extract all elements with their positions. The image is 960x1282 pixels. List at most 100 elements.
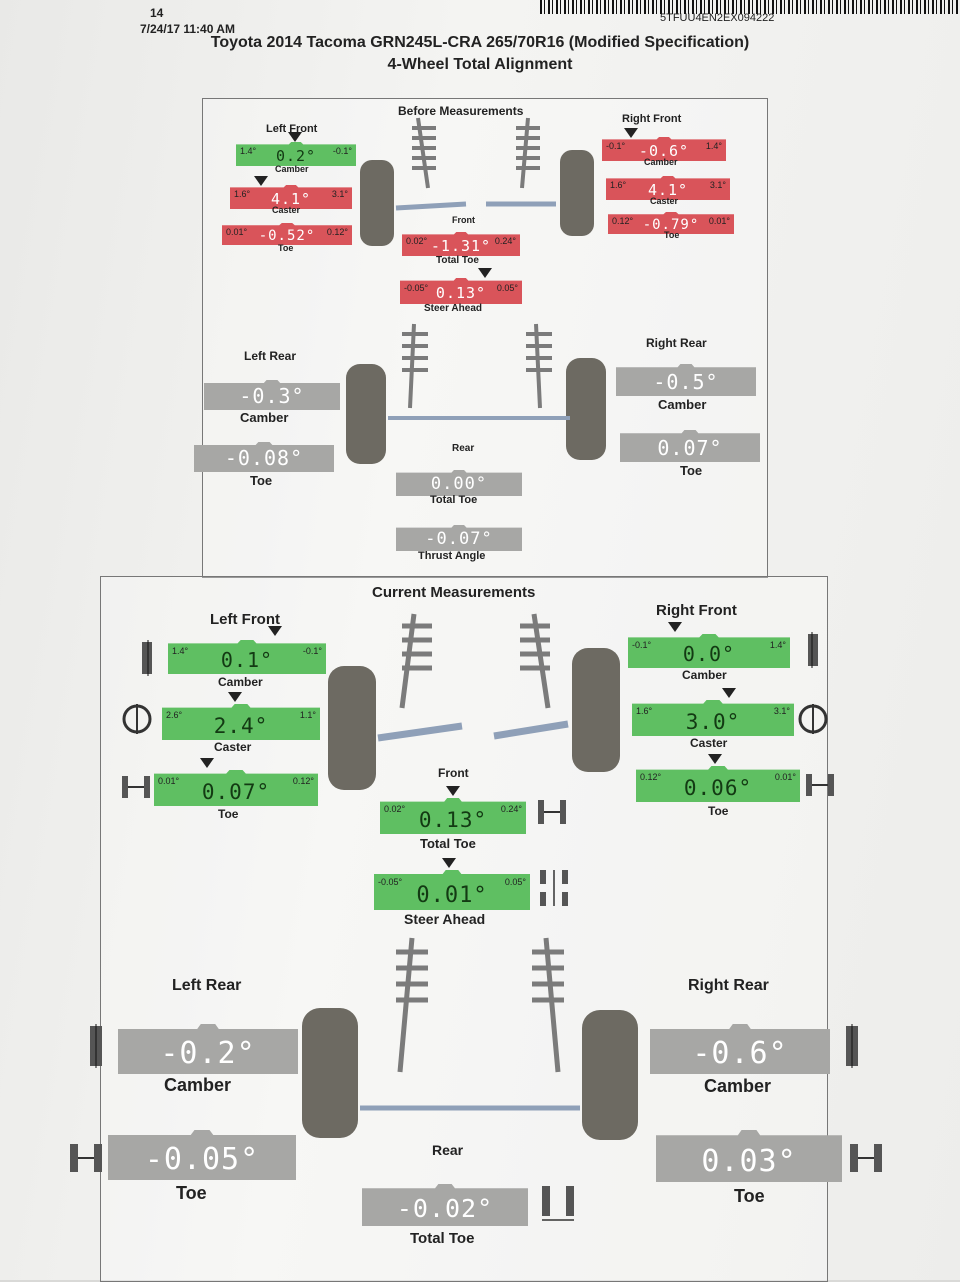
coil-spring-icon xyxy=(526,323,552,409)
gauge-value: 4.1° xyxy=(647,180,689,199)
gauge-value: -0.6° xyxy=(692,1036,788,1071)
camber-tire-icon xyxy=(142,640,152,676)
before-front-label: Front xyxy=(452,215,475,225)
before-lr-camber-label: Camber xyxy=(240,410,289,425)
before-title: Before Measurements xyxy=(398,104,524,118)
spec-low: 1.6° xyxy=(610,180,627,191)
before-rear-total-toe-gauge: 0.00° xyxy=(396,470,522,496)
tire-icon xyxy=(572,648,620,772)
shop-number: 14 xyxy=(150,6,164,20)
total-toe-diagram-icon xyxy=(542,1186,574,1221)
before-left-rear-label: Left Rear xyxy=(244,349,297,363)
current-lf-caster-label: Caster xyxy=(214,740,252,754)
caster-wheel-icon xyxy=(122,704,152,734)
tire-icon xyxy=(566,358,606,460)
before-lf-caster-gauge: 1.6° 3.1° 4.1° xyxy=(230,185,352,209)
before-thrust-angle-label: Thrust Angle xyxy=(418,550,486,562)
before-total-toe-label: Total Toe xyxy=(436,255,479,266)
vin-number: 5TFUU4EN2EX094222 xyxy=(660,12,775,24)
spec-high: 0.12° xyxy=(326,226,348,237)
current-rf-toe-label: Toe xyxy=(708,804,729,818)
before-rear-total-toe-label: Total Toe xyxy=(430,494,478,506)
spec-low: 2.6° xyxy=(166,710,183,721)
camber-tire-icon xyxy=(90,1024,102,1068)
current-rear-label: Rear xyxy=(432,1142,464,1158)
before-rear-label: Rear xyxy=(452,443,475,454)
spec-low: 0.01° xyxy=(226,226,248,237)
toe-diagram-icon xyxy=(806,774,834,796)
before-rear-suspension-illustration xyxy=(346,323,606,464)
target-arrow-icon xyxy=(228,692,242,702)
spec-high: 3.1° xyxy=(709,180,726,191)
current-steer-ahead-gauge: -0.05° 0.05° 0.01° xyxy=(374,870,530,910)
before-lf-camber-label: Camber xyxy=(275,164,309,174)
gauge-value: -0.02° xyxy=(396,1194,494,1224)
before-steer-ahead-gauge: -0.05° 0.05° 0.13° xyxy=(400,278,522,304)
gauge-value: 0.06° xyxy=(683,775,753,800)
spec-low: 1.6° xyxy=(636,706,653,717)
gauge-value: -0.52° xyxy=(258,227,316,244)
spec-high: 0.01° xyxy=(708,215,730,226)
before-rf-caster-gauge: 1.6° 3.1° 4.1° xyxy=(606,176,730,200)
current-rear-suspension-illustration xyxy=(302,937,638,1140)
current-lf-camber-gauge: 1.4° -0.1° 0.1° xyxy=(168,640,326,674)
gauge-value: 0.13° xyxy=(418,807,488,832)
spec-low: -0.05° xyxy=(378,877,403,888)
spec-low: 0.12° xyxy=(640,772,662,783)
spec-high: 0.01° xyxy=(774,772,796,783)
steer-ahead-diagram-icon xyxy=(540,870,568,906)
before-lf-caster-label: Caster xyxy=(272,205,301,215)
current-left-rear-label: Left Rear xyxy=(172,977,242,994)
toe-diagram-icon xyxy=(122,776,150,798)
camber-tire-icon xyxy=(846,1024,858,1068)
caster-wheel-icon xyxy=(798,704,828,734)
toe-diagram-icon xyxy=(70,1144,102,1172)
current-lf-camber-label: Camber xyxy=(218,675,263,689)
print-datetime: 7/24/17 11:40 AM xyxy=(140,22,235,36)
spec-high: 3.1° xyxy=(773,706,790,717)
camber-tire-icon xyxy=(808,632,818,668)
gauge-value: -1.31° xyxy=(430,236,492,255)
target-arrow-icon xyxy=(442,858,456,868)
spec-high: 1.4° xyxy=(705,141,722,152)
before-right-front-label: Right Front xyxy=(622,113,682,125)
tire-icon xyxy=(360,160,394,246)
before-rr-camber-label: Camber xyxy=(658,397,707,412)
control-arm-icon xyxy=(377,720,569,742)
current-lf-caster-gauge: 2.6° 1.1° 2.4° xyxy=(162,704,320,740)
current-rf-camber-gauge: -0.1° 1.4° 0.0° xyxy=(628,634,790,668)
current-rr-camber-label: Camber xyxy=(704,1076,772,1096)
before-lf-toe-gauge: 0.01° 0.12° -0.52° xyxy=(222,223,352,245)
spec-high: 0.05° xyxy=(504,877,526,888)
coil-spring-icon xyxy=(396,937,428,1073)
target-arrow-icon xyxy=(268,626,282,636)
spec-low: 1.6° xyxy=(234,189,251,200)
spec-high: 1.1° xyxy=(299,710,316,721)
before-lr-camber-gauge: -0.3° xyxy=(204,380,340,410)
spec-high: 0.05° xyxy=(496,282,518,293)
before-steer-ahead-label: Steer Ahead xyxy=(424,303,482,314)
before-rf-camber-label: Camber xyxy=(644,157,678,167)
target-arrow-icon xyxy=(624,128,638,138)
gauge-value: -0.07° xyxy=(425,529,493,550)
target-arrow-icon xyxy=(446,786,460,796)
current-total-toe-label: Total Toe xyxy=(420,836,476,851)
spec-high: 0.12° xyxy=(292,776,314,787)
spec-low: 0.01° xyxy=(158,776,180,787)
gauge-value: -0.3° xyxy=(239,384,305,409)
barcode xyxy=(540,0,960,14)
before-rf-caster-label: Caster xyxy=(650,196,679,206)
current-rear-total-toe-label: Total Toe xyxy=(410,1230,475,1247)
tire-icon xyxy=(346,364,386,464)
current-lf-toe-gauge: 0.01° 0.12° 0.07° xyxy=(154,770,318,806)
before-right-rear-label: Right Rear xyxy=(646,336,707,350)
current-rr-camber-gauge: -0.6° xyxy=(650,1024,830,1074)
current-right-front-label: Right Front xyxy=(656,602,737,619)
total-toe-diagram-icon xyxy=(538,800,566,824)
tire-icon xyxy=(582,1010,638,1140)
coil-spring-icon xyxy=(532,937,564,1073)
gauge-value: 0.2° xyxy=(275,146,317,165)
gauge-value: 0.03° xyxy=(701,1143,797,1179)
current-lr-toe-label: Toe xyxy=(176,1183,207,1203)
